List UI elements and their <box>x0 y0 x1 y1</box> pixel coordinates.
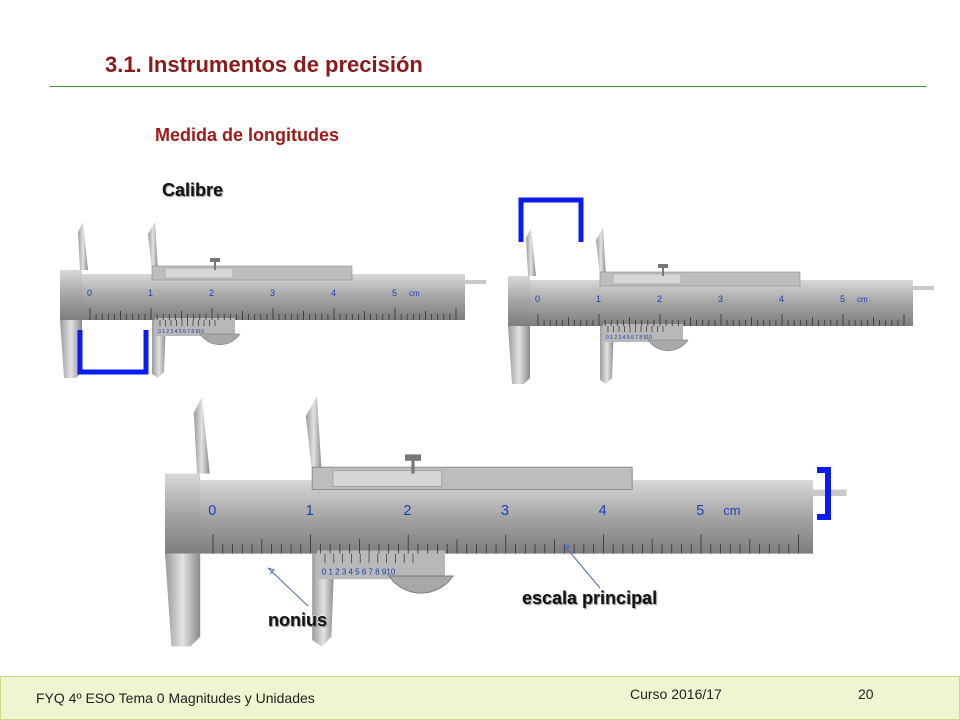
main-scale-number: 4 <box>779 294 784 304</box>
footer-year: Curso 2016/17 <box>630 686 722 702</box>
caliper-outside-jaws <box>59 221 487 379</box>
main-scale-number: 1 <box>306 503 314 519</box>
main-scale-number: 3 <box>718 294 723 304</box>
measured-object-depth <box>817 467 831 520</box>
calipers-diagram: 0 1 2 3 4 5 cm 0 1 2 3 4 5 6 7 8 910 0 1 2 3 4 5 cm 0 1… <box>59 197 935 648</box>
main-scale-label: escala principal <box>522 588 658 608</box>
nonius-label: nonius <box>268 610 327 630</box>
main-scale-number: 2 <box>657 294 662 304</box>
vernier-numbers: 0 1 2 3 4 5 6 7 8 910 <box>606 335 652 341</box>
main-scale-number: 5 <box>840 294 845 304</box>
main-scale-number: 0 <box>87 288 92 298</box>
main-scale-number: 0 <box>208 503 216 519</box>
calibre-label: Calibre <box>162 180 224 200</box>
main-scale-number: 3 <box>270 288 275 298</box>
title-divider <box>50 86 926 87</box>
main-scale-number: 4 <box>331 288 336 298</box>
slide-subtitle: Medida de longitudes <box>155 125 340 145</box>
caliper-inside-jaws <box>507 227 935 385</box>
scale-unit: cm <box>723 503 740 518</box>
main-scale-number: 1 <box>596 294 601 304</box>
slide-title: 3.1. Instrumentos de precisión <box>105 52 423 77</box>
vernier-numbers: 0 1 2 3 4 5 6 7 8 910 <box>158 329 204 335</box>
caliper-depth-rod <box>164 395 848 648</box>
scale-unit: cm <box>857 295 868 304</box>
vernier-numbers: 0 1 2 3 4 5 6 7 8 910 <box>322 567 396 576</box>
nonius-arrow <box>267 567 309 607</box>
main-scale-number: 2 <box>403 503 411 519</box>
main-scale-number: 2 <box>209 288 214 298</box>
footer-course: FYQ 4º ESO Tema 0 Magnitudes y Unidades <box>36 690 315 706</box>
main-scale-number: 0 <box>535 294 540 304</box>
main-scale-number: 5 <box>696 503 704 519</box>
escala-arrow <box>562 543 601 589</box>
main-scale-number: 1 <box>148 288 153 298</box>
measured-object-outside <box>77 330 149 375</box>
main-scale-number: 3 <box>501 503 509 519</box>
main-scale-number: 5 <box>392 288 397 298</box>
scale-unit: cm <box>409 289 420 298</box>
page-number: 20 <box>858 686 874 702</box>
main-scale-number: 4 <box>599 503 607 519</box>
measured-object-inside <box>518 197 584 242</box>
footer-bar <box>0 676 960 720</box>
